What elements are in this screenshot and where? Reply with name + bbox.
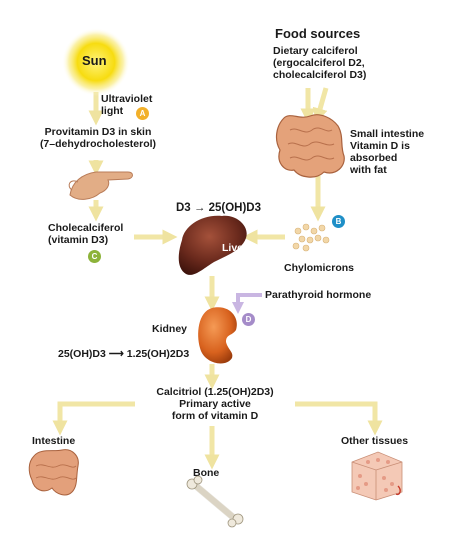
food-line3: cholecalciferol D3) xyxy=(273,69,367,81)
badge-b: B xyxy=(332,215,345,228)
chylomicrons-label: Chylomicrons xyxy=(284,262,355,274)
liver-reaction: D3 → 25(OH)D3 xyxy=(176,202,261,214)
target-other-tissues-label: Other tissues xyxy=(341,435,409,447)
small-intestine-line2: Vitamin D is xyxy=(350,140,410,152)
calcitriol-line1: Calcitriol (1.25(OH)2D3) xyxy=(156,386,274,398)
badge-a: A xyxy=(136,107,149,120)
food-line2: (ergocalciferol D2, xyxy=(273,57,365,69)
kidney-label: Kidney xyxy=(152,323,188,335)
provitamin-line1: Provitamin D3 in skin xyxy=(44,126,152,138)
small-intestine-line3: absorbed xyxy=(350,152,398,164)
uv-light-line1: Ultraviolet xyxy=(101,93,153,105)
sun-label: Sun xyxy=(82,53,107,68)
small-intestine-line1: Small intestine xyxy=(350,128,425,140)
small-intestine-line4: with fat xyxy=(350,164,387,176)
badge-d: D xyxy=(242,313,255,326)
food-line1: Dietary calciferol xyxy=(273,45,358,57)
target-intestine-label: Intestine xyxy=(32,435,76,447)
provitamin-line2: (7–dehydrocholesterol) xyxy=(39,138,157,150)
parathyroid-label: Parathyroid hormone xyxy=(265,289,372,301)
calcitriol-line3: form of vitamin D xyxy=(135,410,295,422)
liver-label: Liver xyxy=(222,242,248,254)
kidney-reaction: 25(OH)D3 ⟶ 1.25(OH)2D3 xyxy=(58,348,190,360)
cholecalciferol-line2: (vitamin D3) xyxy=(48,234,109,246)
food-sources-title: Food sources xyxy=(275,26,361,41)
cholecalciferol-line1: Cholecalciferol xyxy=(48,222,124,234)
arrow-food-to-intestine-2 xyxy=(312,87,329,124)
badge-c: C xyxy=(88,250,101,263)
arrow-parathyroid-to-kidney xyxy=(232,293,262,314)
uv-light-line2: light xyxy=(101,105,124,117)
calcitriol-line2: Primary active xyxy=(135,398,295,410)
